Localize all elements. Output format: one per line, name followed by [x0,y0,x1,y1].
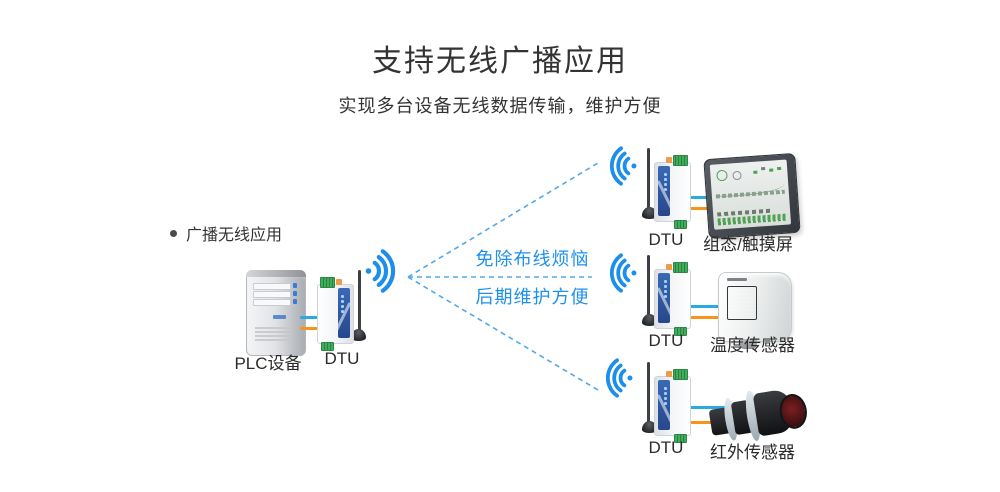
dtu-device-illustration [640,148,692,229]
plc-indicator [293,283,297,288]
wifi-receive-icon [610,146,637,186]
dtu-status-leds [341,295,344,298]
sensor-display-panel [727,286,757,320]
dtu-terminal-block [321,342,334,351]
dtu-body [654,269,691,329]
dtu-panel-swoosh [658,287,670,319]
plc-logo [273,315,286,319]
antenna-rod [358,270,361,334]
dtu-body [654,376,691,436]
plc-device-illustration [246,270,306,356]
device-label: 组态/触摸屏 [703,235,793,254]
wifi-broadcast-icon [365,249,396,293]
hmi-screen [709,159,792,230]
plc-drive-slot [253,299,291,306]
dtu-status-leds [664,280,667,283]
dtu-device-illustration [316,270,368,351]
device-label: 红外传感器 [710,443,795,462]
page-subtitle: 实现多台设备无线数据传输，维护方便 [338,96,662,116]
dtu-label: DTU [648,438,684,457]
wire-blue [688,196,718,199]
wifi-receive-icon [606,358,633,398]
bullet-dot-icon [170,229,177,237]
dtu-front-panel [338,288,350,338]
dtu-label: DTU [324,349,360,368]
page-title: 支持无线广播应用 [372,45,628,78]
dtu-device-illustration [640,255,692,336]
antenna-rod [647,148,650,212]
hmi-widgets [777,166,782,171]
feature-bullet: 广播无线应用 [170,221,282,245]
sensor-shell [718,272,792,342]
dtu-terminal-block [673,262,688,273]
dtu-connector [666,157,672,163]
plc-label: PLC设备 [234,354,302,373]
dtu-terminal-block [673,155,688,166]
device-label: 温度传感器 [710,336,795,355]
wire-orange [688,316,720,319]
benefit-text-2: 后期维护方便 [475,287,590,307]
dtu-front-panel [658,380,670,430]
dtu-label: DTU [648,331,684,350]
dtu-front-panel [658,166,670,216]
gauge-icon [716,169,728,182]
sensor-probe [739,339,757,349]
wire-blue [688,406,738,409]
dtu-terminal-block [674,220,687,229]
sensor-brand-mark [727,278,747,281]
plc-drive-slot [253,283,291,290]
plc-top-cap [246,270,306,277]
dtu-terminal-block [320,277,335,288]
plc-indicator [293,291,297,296]
dtu-label: DTU [648,230,684,249]
plc-indicator [293,299,297,304]
benefit-text-1: 免除布线烦恼 [475,249,590,269]
dtu-device-illustration [640,362,692,443]
wire-blue [300,316,324,319]
wire-orange [688,207,718,210]
dtu-body [654,162,691,222]
antenna-rod [647,362,650,426]
dtu-front-panel [658,273,670,323]
antenna-rod [647,255,650,319]
temperature-sensor-illustration [718,272,792,349]
wire-orange [300,327,324,330]
plc-drive-slot [253,291,291,298]
dtu-connector [666,371,672,377]
gauge-icon [732,170,742,181]
dtu-connector [336,279,342,285]
dtu-status-leds [664,387,667,390]
antenna-base [351,329,366,341]
plc-vents [255,327,291,342]
wifi-receive-icon [610,253,637,293]
wire-blue [688,305,720,308]
hmi-touchscreen-illustration [703,152,801,240]
dtu-panel-swoosh [658,180,670,212]
feature-bullet-label: 广播无线应用 [186,227,283,244]
dtu-status-leds [664,173,667,176]
dtu-terminal-block [673,369,688,380]
dtu-panel-swoosh [658,394,670,426]
dtu-connector [666,264,672,270]
dtu-body [317,284,354,344]
dtu-panel-swoosh [338,302,350,334]
